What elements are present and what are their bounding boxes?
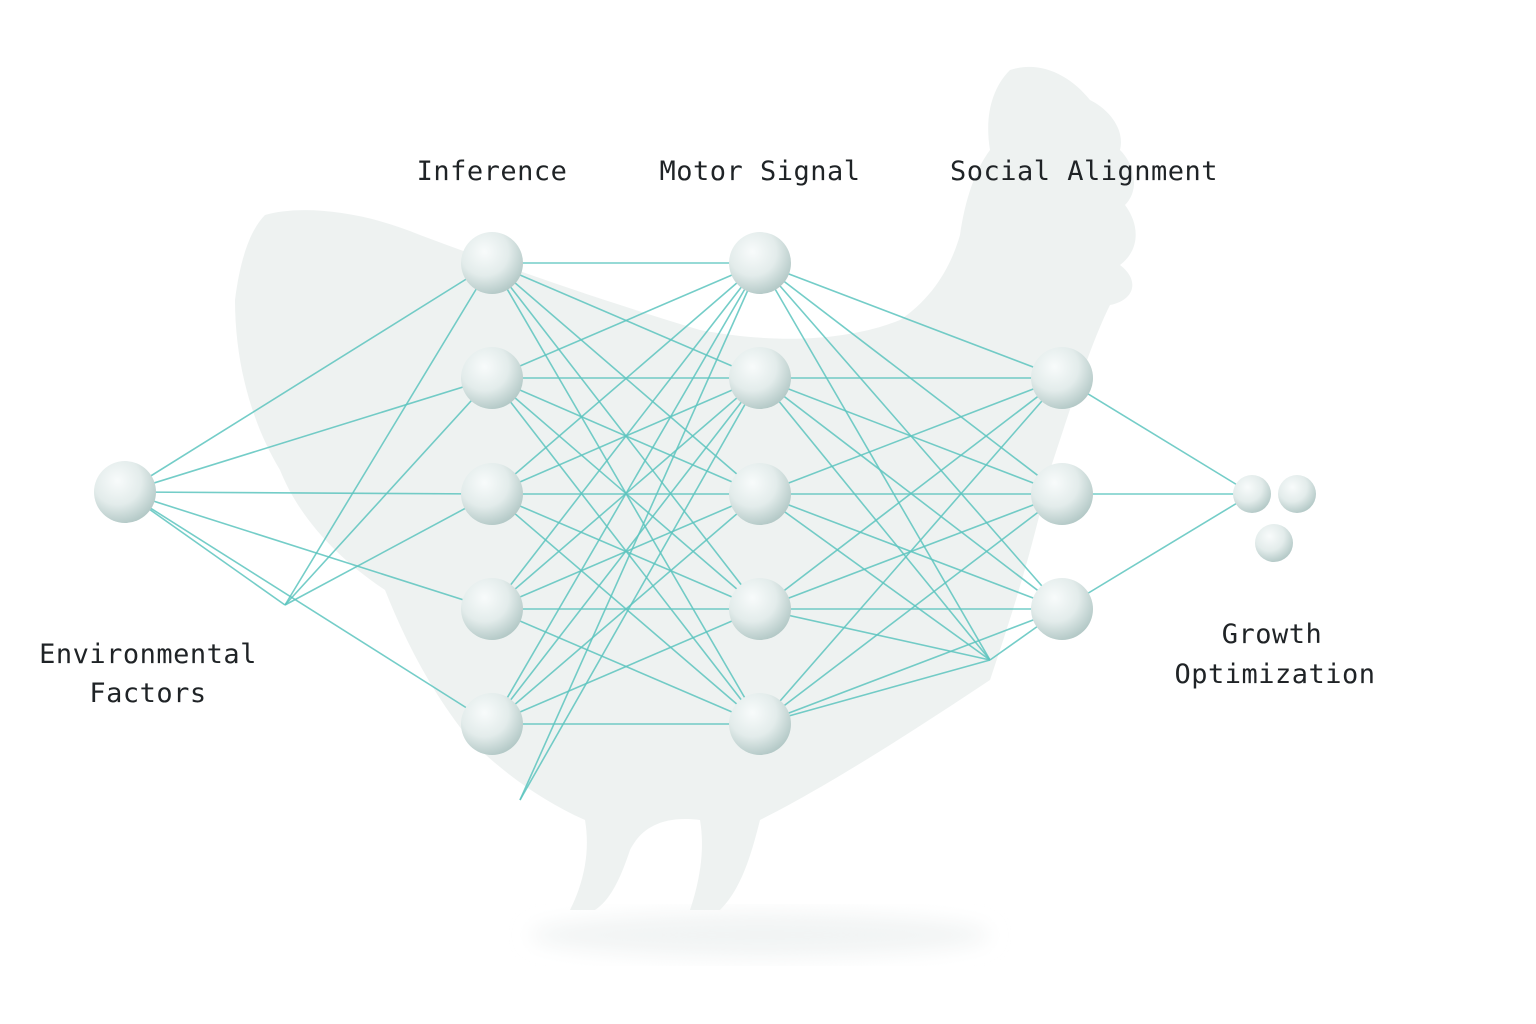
edge-skip-a <box>284 262 493 606</box>
edge-skip-d <box>124 491 286 606</box>
node-layer1-0 <box>461 232 523 294</box>
edge-input-0-layer1-2 <box>124 491 493 495</box>
node-layer2-0 <box>729 232 791 294</box>
edge-layer2-2-layer3-0 <box>759 377 1063 495</box>
node-layer1-2 <box>461 463 523 525</box>
edge-skip-b <box>284 377 493 606</box>
edge-layer2-4-layer3-0 <box>759 377 1063 725</box>
node-layer1-1 <box>461 347 523 409</box>
label-optimization: Optimization <box>1174 659 1375 690</box>
edge-input-0-layer1-3 <box>124 491 493 610</box>
node-layer3-2 <box>1031 578 1093 640</box>
node-layer1-4 <box>461 693 523 755</box>
edge-layer3-2-output-0 <box>1061 493 1253 610</box>
edge-layer2-4-layer3-1 <box>759 493 1063 725</box>
edge-layer1-4-layer2-2 <box>491 493 761 725</box>
node-input-0 <box>94 461 156 523</box>
edge-skip-e <box>519 262 761 801</box>
node-output-0 <box>1233 475 1271 513</box>
edge-skip-c <box>284 493 493 606</box>
edge-skip-l2-2 <box>759 493 991 661</box>
node-layer2-3 <box>729 578 791 640</box>
edge-layer1-4-layer2-3 <box>491 608 761 725</box>
edge-skip-l2-3 <box>759 608 991 661</box>
node-layer3-0 <box>1031 347 1093 409</box>
edge-input-0-layer1-1 <box>124 377 493 493</box>
node-output-2 <box>1255 524 1293 562</box>
edge-input-0-layer1-0 <box>124 262 493 493</box>
label-factors: Factors <box>89 678 206 709</box>
edge-layer1-4-layer2-0 <box>491 262 761 725</box>
edge-skip-l2-0 <box>759 262 991 661</box>
edge-layer1-4-layer2-1 <box>491 377 761 725</box>
label-environmental: Environmental <box>39 639 257 670</box>
edge-layer2-3-layer3-0 <box>759 377 1063 610</box>
node-layer1-3 <box>461 578 523 640</box>
chicken-silhouette <box>235 66 1136 957</box>
node-layer2-2 <box>729 463 791 525</box>
edge-skip-l2-1 <box>759 377 991 661</box>
edge-layer1-2-layer2-0 <box>491 262 761 495</box>
node-layer2-1 <box>729 347 791 409</box>
edge-layer1-3-layer2-0 <box>491 262 761 610</box>
edge-layer2-4-layer3-2 <box>759 608 1063 725</box>
edge-skip-l2-4 <box>759 659 991 725</box>
label-motor-signal: Motor Signal <box>659 156 860 187</box>
edge-layer3-0-output-0 <box>1061 377 1253 495</box>
edge-layer1-1-layer2-0 <box>491 262 761 379</box>
node-output-1 <box>1278 475 1316 513</box>
label-growth: Growth <box>1222 619 1323 650</box>
node-layer2-4 <box>729 693 791 755</box>
nodes <box>94 232 1316 755</box>
connections <box>124 262 1253 801</box>
label-social-alignment: Social Alignment <box>950 156 1218 187</box>
edge-skip-f <box>519 377 761 801</box>
label-inference: Inference <box>417 156 568 187</box>
node-layer3-1 <box>1031 463 1093 525</box>
edge-layer2-0-layer3-0 <box>759 262 1063 379</box>
edge-input-0-layer1-4 <box>124 491 493 725</box>
